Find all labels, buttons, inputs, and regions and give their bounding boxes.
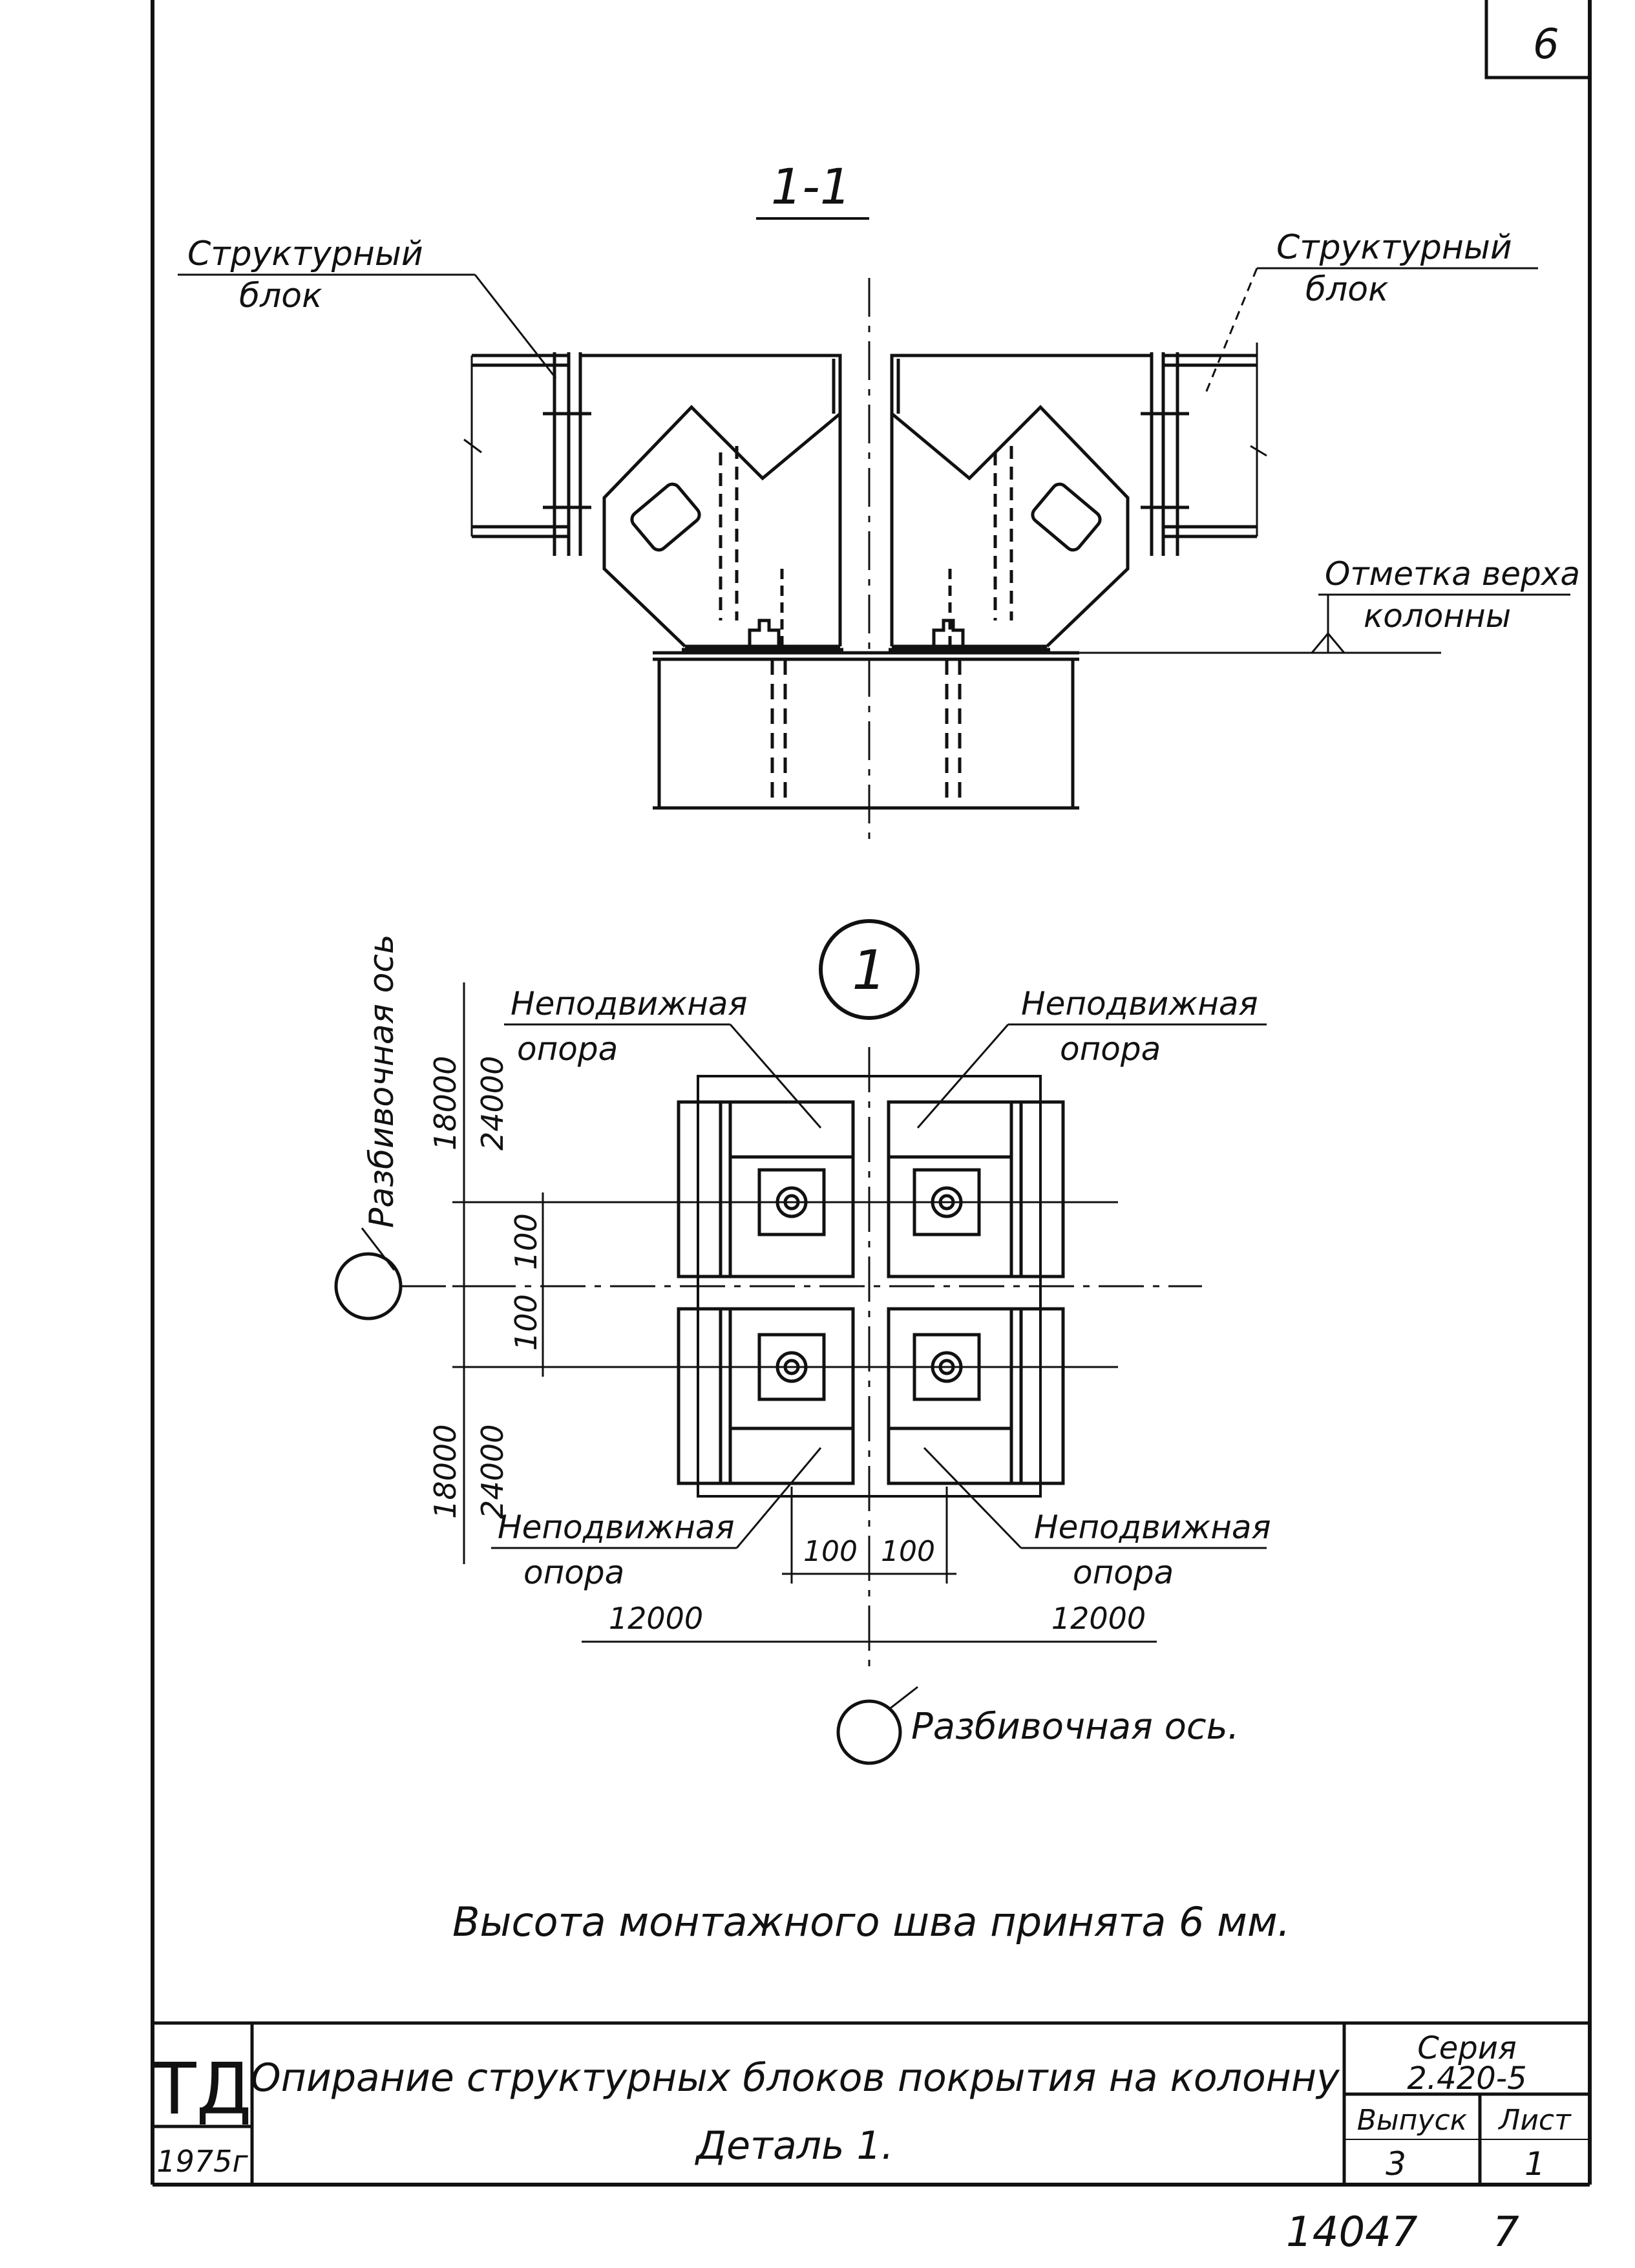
dim-left-upper-b: 24000 xyxy=(475,1056,510,1150)
support-bottom-right xyxy=(887,1307,1065,1485)
sheet-frame xyxy=(151,0,1592,2187)
issue-value: 3 xyxy=(1386,2145,1406,2183)
support-label-bl-line2: опора xyxy=(523,1554,624,1591)
weld-note: Высота монтажного шва принята 6 мм. xyxy=(452,1898,1290,1945)
sheet-label: Лист xyxy=(1497,2104,1572,2137)
dim-left-lower-b: 24000 xyxy=(475,1425,510,1519)
detail-plan: 1 xyxy=(334,919,1271,1765)
axis-label-horizontal: Разбивочная ось. xyxy=(911,1706,1239,1748)
support-label-br-line1: Неподвижная xyxy=(1034,1509,1271,1546)
series-value: 2.420-5 xyxy=(1407,2061,1526,2097)
support-label-tl-line1: Неподвижная xyxy=(511,985,748,1023)
sheet-number: 6 xyxy=(1533,21,1559,69)
td-logo: ТД xyxy=(152,2048,251,2130)
support-top-right xyxy=(887,1100,1065,1278)
title-block: ТД 1975г Опирание структурных блоков пок… xyxy=(152,2021,1590,2185)
dim-bottom-left-small: 100 xyxy=(803,1535,858,1568)
title-year: 1975г xyxy=(156,2144,248,2179)
left-block-label-line1: Структурный xyxy=(187,235,423,273)
left-block-label-line2: блок xyxy=(239,277,322,315)
support-label-tr-line1: Неподвижная xyxy=(1021,985,1258,1023)
right-block-label-line1: Структурный xyxy=(1276,228,1512,267)
setting-out-axis-vertical: Разбивочная ось xyxy=(334,934,403,1320)
bearing-plate xyxy=(697,1075,1042,1498)
setting-out-axis-horizontal: Разбивочная ось. xyxy=(836,1686,1239,1765)
right-bearing xyxy=(889,354,1152,652)
support-bottom-left xyxy=(677,1307,855,1485)
right-structural-block xyxy=(1141,343,1267,556)
left-structural-block xyxy=(463,352,591,556)
support-label-bl-line1: Неподвижная xyxy=(498,1509,735,1546)
support-label-tr-line2: опора xyxy=(1060,1030,1161,1068)
support-label-br-line2: опора xyxy=(1073,1554,1174,1591)
left-bearing xyxy=(580,354,843,652)
column xyxy=(653,651,1079,810)
bottom-dimension-chain: 100 100 12000 12000 xyxy=(582,1487,1157,1643)
series-label: Серия xyxy=(1417,2030,1517,2066)
support-label-tl-line2: опора xyxy=(517,1030,618,1068)
dim-left-upper-a: 18000 xyxy=(428,1056,463,1150)
footer-page: 7 xyxy=(1493,2209,1519,2256)
right-block-label-line2: блок xyxy=(1305,270,1389,309)
column-top-label-line1: Отметка верха xyxy=(1325,555,1580,593)
issue-label: Выпуск xyxy=(1357,2104,1468,2137)
sheet-value: 1 xyxy=(1524,2145,1545,2183)
column-top-elevation: Отметка верха колонны xyxy=(1079,555,1580,654)
axis-label-vertical: Разбивочная ось xyxy=(363,934,401,1228)
section-1-1: 1-1 Структурный блок Структурный блок xyxy=(178,158,1580,847)
dim-bottom-right-span: 12000 xyxy=(1051,1601,1146,1636)
drawing-title-line2: Деталь 1. xyxy=(694,2123,894,2168)
dim-bottom-right-small: 100 xyxy=(881,1535,935,1568)
support-top-left xyxy=(677,1100,855,1278)
dim-bottom-left-span: 12000 xyxy=(609,1601,703,1636)
detail-marker-number: 1 xyxy=(852,938,886,1002)
dim-left-mid-upper: 100 xyxy=(509,1213,543,1270)
dim-left-lower-a: 18000 xyxy=(428,1425,463,1519)
column-top-label-line2: колонны xyxy=(1364,597,1511,635)
left-dimension-chain: 18000 24000 100 100 18000 24000 xyxy=(428,982,544,1564)
footer-doc-number: 14047 xyxy=(1286,2209,1418,2256)
drawing-title-line1: Опирание структурных блоков покрытия на … xyxy=(250,2055,1340,2101)
sheet-number-box: 6 xyxy=(1484,0,1590,79)
dim-left-mid-lower: 100 xyxy=(509,1294,543,1351)
section-title: 1-1 xyxy=(771,158,851,215)
